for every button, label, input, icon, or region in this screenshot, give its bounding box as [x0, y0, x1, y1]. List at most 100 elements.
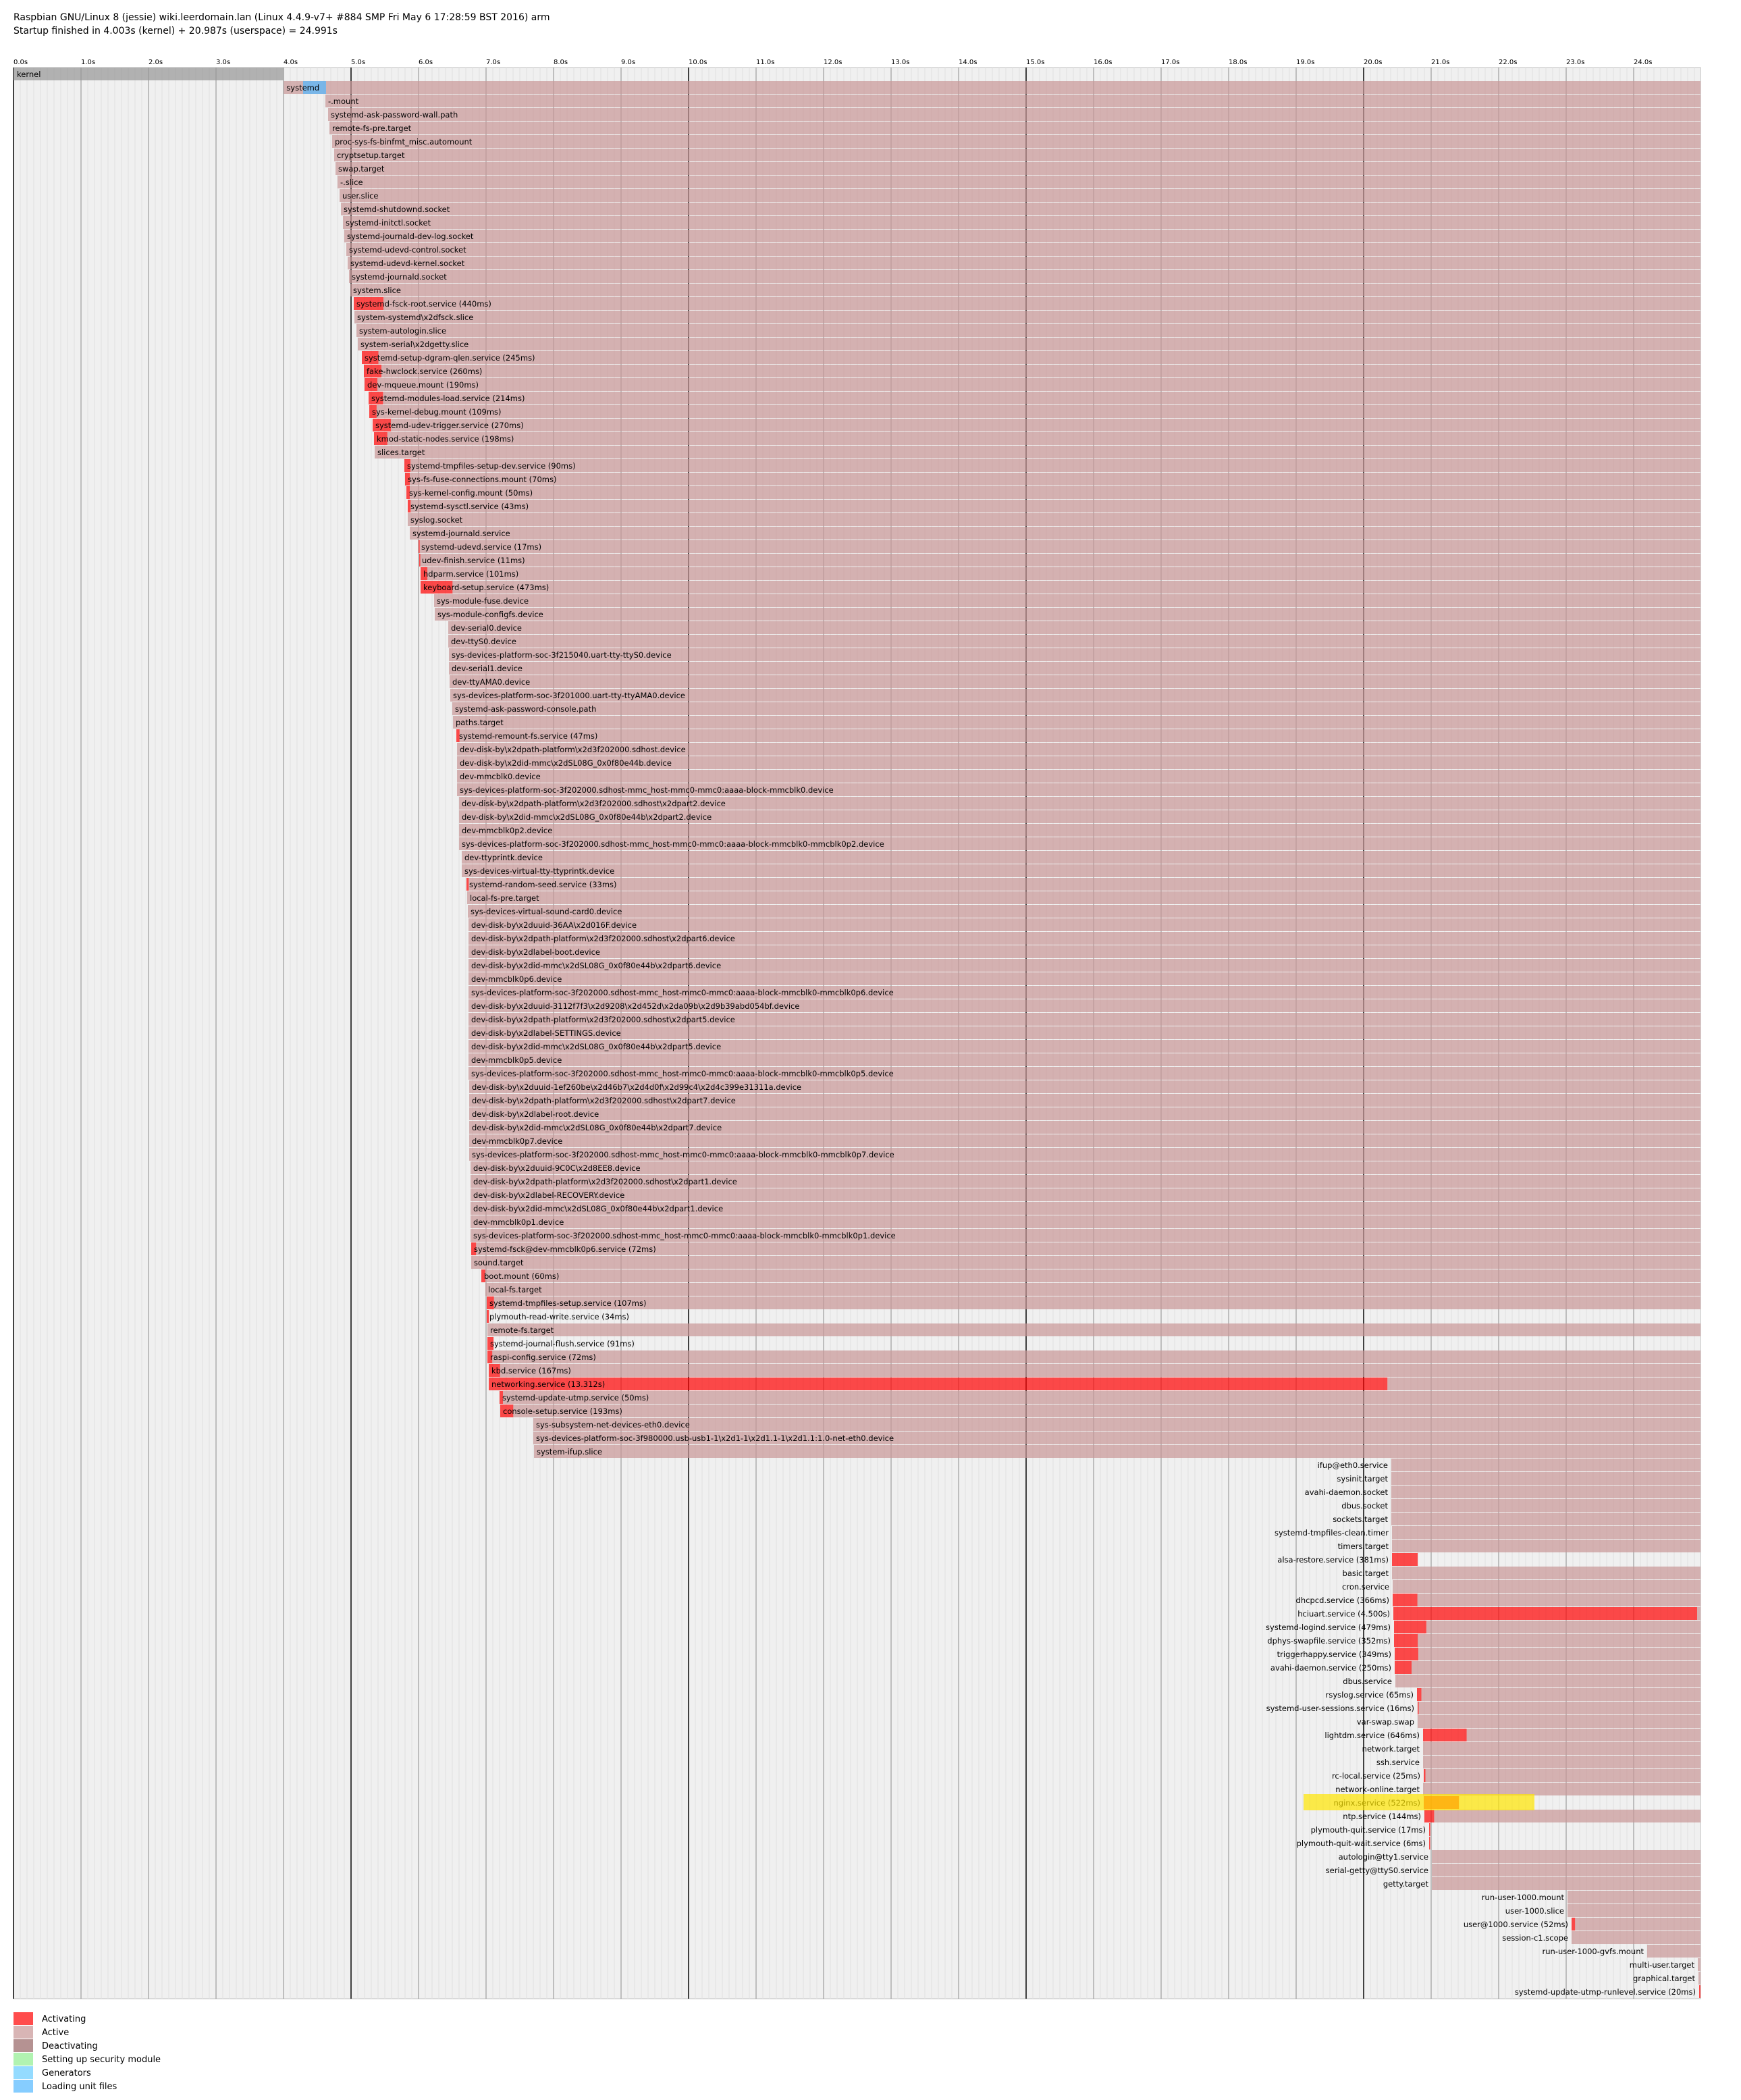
unit-label: dev-mmcblk0p5.device: [471, 1055, 562, 1065]
active-bar: [457, 783, 1701, 796]
x-tick-label: 3.0s: [216, 59, 230, 66]
activating-bar: [1429, 1823, 1430, 1836]
unit-label: plymouth-quit.service (17ms): [1311, 1825, 1426, 1835]
active-bar: [534, 1445, 1701, 1458]
active-bar: [410, 527, 1701, 540]
x-tick-label: 13.0s: [891, 59, 909, 66]
unit-label: alsa-restore.service (381ms): [1277, 1555, 1389, 1565]
x-tick-label: 22.0s: [1499, 59, 1517, 66]
unit-label: cron.service: [1342, 1582, 1389, 1592]
active-bar: [1575, 1918, 1701, 1931]
x-tick-label: 23.0s: [1566, 59, 1584, 66]
active-bar: [1423, 1742, 1701, 1755]
unit-label: slices.target: [377, 448, 425, 457]
unit-label: dev-disk-by\x2did-mmc\x2dSL08G_0x0f80e44…: [471, 961, 721, 970]
activating-bar: [1392, 1553, 1418, 1566]
active-bar: [459, 810, 1701, 823]
activating-bar: [421, 581, 453, 594]
activating-bar: [1393, 1607, 1697, 1620]
active-bar: [1432, 1850, 1701, 1863]
legend-label-unitsload: Loading unit files: [42, 2082, 117, 2092]
active-bar: [471, 1175, 1701, 1188]
unit-label: systemd: [286, 83, 319, 93]
legend-swatch-deactivating: [14, 2039, 33, 2052]
legend-swatch-security: [14, 2053, 33, 2066]
activating-bar: [365, 378, 377, 391]
active-bar: [375, 446, 1701, 458]
unit-label: sound.target: [474, 1258, 524, 1267]
active-bar: [467, 891, 1701, 904]
legend-label-active: Active: [42, 2028, 69, 2038]
unit-label: run-user-1000.mount: [1482, 1893, 1565, 1902]
active-bar: [1647, 1945, 1701, 1958]
activating-bar: [1393, 1594, 1418, 1606]
unit-label: sys-fs-fuse-connections.mount (70ms): [408, 475, 556, 484]
active-bar: [383, 297, 1701, 310]
active-bar: [471, 1202, 1701, 1215]
active-bar: [356, 324, 1701, 337]
unit-label: sys-subsystem-net-devices-eth0.device: [536, 1420, 690, 1429]
active-bar: [408, 513, 1701, 526]
unit-label: sys-devices-platform-soc-3f202000.sdhost…: [473, 1231, 896, 1240]
active-bar: [1568, 1904, 1701, 1917]
active-bar: [1698, 1972, 1701, 1985]
active-bar: [343, 216, 1701, 229]
unit-label: fake-hwclock.service (260ms): [367, 367, 482, 376]
unit-label: sys-devices-platform-soc-3f202000.sdhost…: [462, 839, 884, 849]
unit-label: dev-disk-by\x2duuid-36AA\x2d016F.device: [471, 920, 637, 930]
legend-swatch-generators: [14, 2066, 33, 2079]
unit-label: kmod-static-nodes.service (198ms): [377, 434, 514, 444]
active-bar: [1697, 1607, 1701, 1620]
unit-label: systemd-ask-password-console.path: [455, 704, 596, 714]
active-bar: [376, 405, 1701, 418]
active-bar: [377, 378, 1701, 391]
active-bar: [448, 621, 1701, 634]
unit-label: systemd-logind.service (479ms): [1266, 1623, 1391, 1632]
x-tick-label: 1.0s: [81, 59, 95, 66]
activating-bar: [1424, 1810, 1435, 1822]
unit-label: networking.service (13.312s): [491, 1380, 605, 1389]
active-bar: [452, 702, 1701, 715]
activating-bar: [1423, 1729, 1467, 1741]
active-bar: [485, 1283, 1701, 1296]
unit-label: dev-disk-by\x2dpath-platform\x2d3f202000…: [462, 799, 726, 808]
unit-label: var-swap.swap: [1357, 1717, 1414, 1727]
unit-label: sys-devices-platform-soc-3f202000.sdhost…: [472, 1150, 894, 1159]
unit-label: sys-devices-platform-soc-3f202000.sdhost…: [471, 988, 894, 997]
active-bar: [448, 635, 1701, 648]
unit-label: remote-fs-pre.target: [332, 124, 412, 133]
activating-bar: [1699, 1985, 1700, 1998]
x-tick-label: 5.0s: [351, 59, 365, 66]
activating-bar: [500, 1405, 514, 1417]
active-bar: [1391, 1459, 1701, 1471]
unit-label: dev-mmcblk0p7.device: [472, 1136, 562, 1146]
unit-label: multi-user.target: [1630, 1960, 1695, 1970]
active-bar: [410, 500, 1701, 513]
active-bar: [1423, 1783, 1701, 1795]
active-bar: [469, 1148, 1701, 1161]
unit-label: -.mount: [328, 97, 359, 106]
active-bar: [325, 95, 1701, 107]
active-bar: [471, 1256, 1701, 1269]
active-bar: [378, 351, 1701, 364]
x-tick-label: 17.0s: [1161, 59, 1179, 66]
x-tick-label: 6.0s: [419, 59, 433, 66]
active-bar: [1421, 1688, 1701, 1701]
activating-bar: [466, 878, 469, 891]
activating-bar: [1395, 1661, 1412, 1674]
unit-label: systemd-random-seed.service (33ms): [469, 880, 617, 889]
active-bar: [1412, 1661, 1701, 1674]
active-bar: [1466, 1729, 1701, 1741]
active-bar: [487, 1323, 1701, 1336]
x-tick-label: 15.0s: [1026, 59, 1044, 66]
activating-bar: [405, 473, 410, 485]
active-bar: [468, 986, 1701, 999]
unit-label: sys-devices-platform-soc-3f202000.sdhost…: [460, 785, 834, 795]
unit-label: dev-disk-by\x2did-mmc\x2dSL08G_0x0f80e44…: [471, 1042, 721, 1051]
unit-label: systemd-udevd-kernel.socket: [350, 259, 465, 268]
active-bar: [1418, 1648, 1701, 1660]
active-bar: [1432, 1877, 1701, 1890]
unit-label: dev-mmcblk0p6.device: [471, 974, 562, 984]
activating-bar: [487, 1350, 493, 1363]
active-bar: [468, 1026, 1701, 1039]
